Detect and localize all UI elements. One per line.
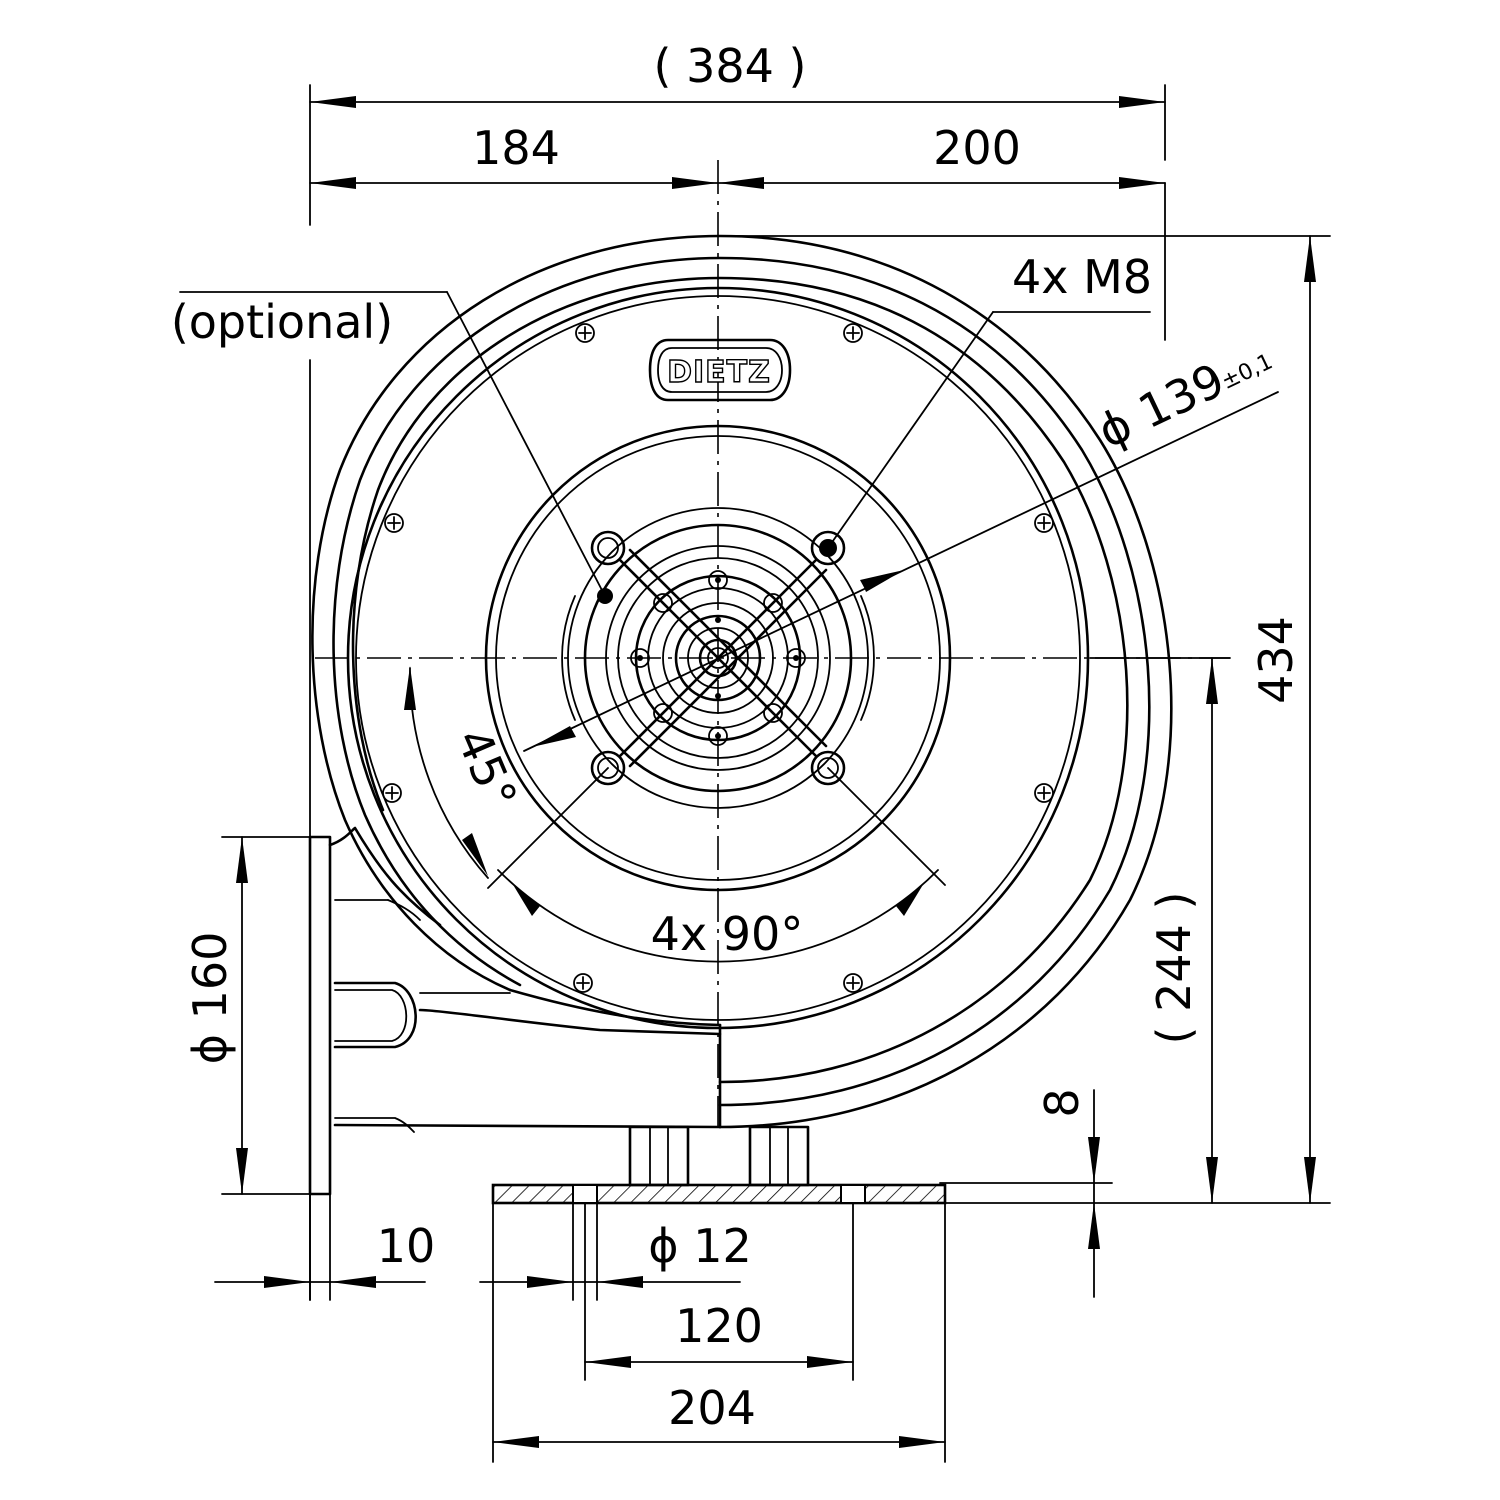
inlet-disc	[484, 424, 952, 892]
brand-logo-text: DIETZ	[667, 355, 771, 390]
dim-bolt-circle: ϕ 139 ±0,1	[523, 349, 1279, 752]
optional-label: (optional)	[171, 295, 393, 349]
dim-base-thickness-label: 8	[1035, 1088, 1089, 1117]
dim-left-right-width: 184 200	[309, 121, 1166, 341]
leader-thread: 4x M8	[827, 250, 1152, 549]
thread-label: 4x M8	[1012, 250, 1152, 304]
dim-angle-4x90: 4x 90°	[487, 767, 946, 963]
dim-outlet-diameter: ϕ 160	[183, 836, 313, 1195]
angle-45-label: 45°	[446, 721, 528, 817]
housing-screws	[382, 323, 1054, 993]
dim-overall-width-label: ( 384 )	[654, 39, 807, 93]
angle-4x90-label: 4x 90°	[651, 907, 804, 961]
base-plate	[491, 1125, 947, 1205]
center-lines	[315, 160, 1230, 1127]
m8-bolt-holes	[590, 530, 846, 786]
dim-flange-thickness-label: 10	[377, 1219, 436, 1273]
leader-optional: (optional)	[171, 291, 613, 604]
bolt-circle-tolerance: ±0,1	[1218, 349, 1277, 395]
dim-left-width-label: 184	[472, 121, 560, 175]
dim-base-width: 204	[492, 1202, 946, 1463]
dim-height-label: 434	[1249, 616, 1303, 704]
dim-flange-thickness: 10	[214, 1193, 436, 1301]
dim-hole-diameter: ϕ 12	[479, 1202, 752, 1301]
dim-base-hole-spacing-label: 120	[675, 1299, 763, 1353]
dim-base-thickness: 8	[939, 1088, 1113, 1298]
dim-angle-45: 45°	[404, 666, 528, 879]
dim-center-height-label: ( 244 )	[1147, 892, 1201, 1045]
dim-outlet-diameter-label: ϕ 160	[183, 932, 237, 1065]
dim-right-width-label: 200	[933, 121, 1021, 175]
dim-hole-diameter-label: ϕ 12	[648, 1219, 752, 1273]
dim-overall-width: ( 384 )	[309, 39, 1166, 226]
dim-height: 434	[719, 235, 1331, 1204]
dim-base-hole-spacing: 120	[584, 1202, 854, 1381]
brand-logo: DIETZ	[648, 338, 792, 402]
dim-base-width-label: 204	[668, 1381, 756, 1435]
bolt-circle-label: ϕ 139	[1090, 353, 1233, 459]
